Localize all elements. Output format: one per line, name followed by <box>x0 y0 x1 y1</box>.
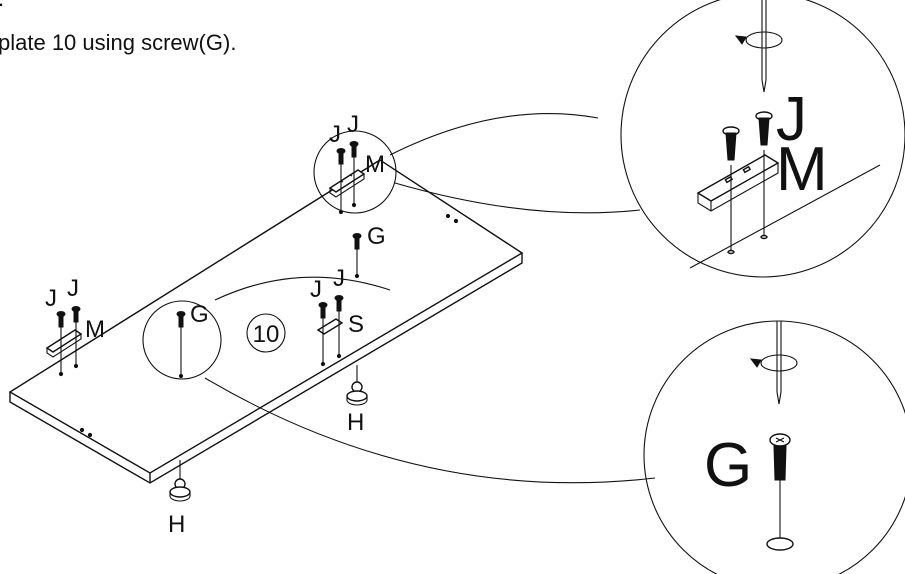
label-j-left-2: J <box>67 275 79 302</box>
detail-view-top <box>620 0 905 278</box>
label-g-right: G <box>367 223 386 250</box>
label-h-center: H <box>347 409 364 436</box>
detail-view-bottom <box>643 320 905 574</box>
detail-connector-top <box>389 113 599 156</box>
foot-h-center <box>346 365 368 406</box>
detail-label-m: M <box>776 135 828 204</box>
panel-number: 10 <box>253 321 280 348</box>
label-j-center-1: J <box>310 276 322 303</box>
label-m-left: M <box>85 316 105 343</box>
bracket-m-top <box>328 169 366 198</box>
detail-label-g: G <box>704 431 752 500</box>
label-h-front: H <box>168 511 185 538</box>
plate-s <box>316 318 344 335</box>
label-g-center: G <box>190 301 209 328</box>
panel-10 <box>8 159 524 484</box>
label-j-top-left: J <box>329 121 341 148</box>
highlight-circle-center <box>142 300 222 380</box>
label-j-center-2: J <box>333 265 345 292</box>
label-s: S <box>348 311 364 338</box>
screw-j-left-1 <box>56 311 66 377</box>
screw-g-right <box>352 233 362 279</box>
screw-j-center-1 <box>318 302 328 367</box>
label-j-top-right: J <box>347 111 359 138</box>
panel-number-badge <box>246 313 286 353</box>
bracket-m-left <box>45 329 83 358</box>
instruction-line-2: plate 10 using screw(G). <box>0 30 237 55</box>
label-j-left-1: J <box>45 285 57 312</box>
detail-label-j: J <box>776 85 807 154</box>
label-m-top: M <box>365 151 385 178</box>
foot-h-front <box>169 460 191 502</box>
screw-g-center <box>176 311 186 379</box>
highlight-circle-top <box>313 130 397 214</box>
screw-j-top-left <box>336 148 346 215</box>
detail-connector-bottom <box>204 377 656 484</box>
instruction-line-1: . <box>0 0 4 12</box>
screw-j-top-right <box>349 141 359 208</box>
screw-j-left-2 <box>71 306 81 369</box>
screw-j-center-2 <box>334 295 344 359</box>
detail-connector-top-lower <box>394 182 641 214</box>
detail-connector-bottom-upper <box>214 276 391 301</box>
